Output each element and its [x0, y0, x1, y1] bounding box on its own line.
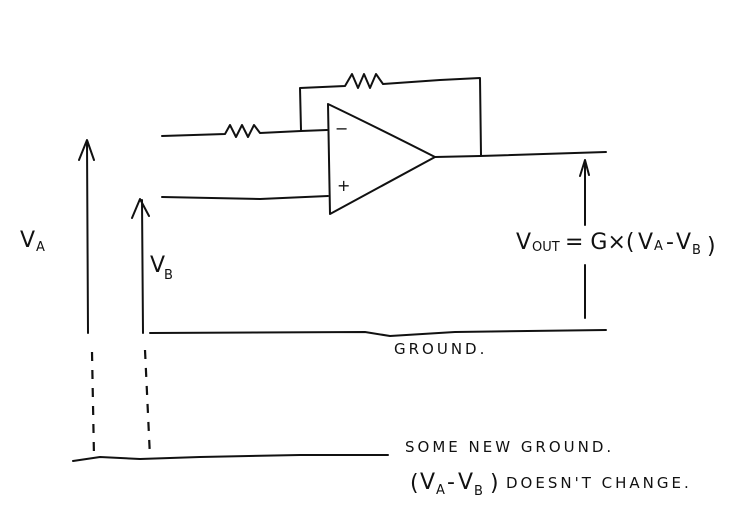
- svg-text:V: V: [638, 230, 653, 255]
- svg-text:(: (: [410, 471, 419, 496]
- vb-dashed-extension: [143, 349, 152, 458]
- new-ground-wire: [72, 454, 389, 462]
- svg-text:B: B: [164, 268, 173, 283]
- new-ground-label: SOME NEW GROUND.: [405, 438, 614, 456]
- svg-text:V: V: [458, 470, 473, 495]
- va-label: V A: [20, 228, 45, 255]
- svg-text:A: A: [654, 239, 663, 254]
- feedback-wire: [299, 73, 482, 156]
- output-wire: [434, 151, 607, 158]
- svg-text:V: V: [676, 230, 691, 255]
- svg-text:B: B: [692, 243, 701, 258]
- svg-text:): ): [490, 471, 499, 496]
- svg-text:DOESN'T CHANGE.: DOESN'T CHANGE.: [506, 474, 692, 492]
- opamp-inverting-sign: −: [335, 119, 348, 138]
- svg-text:V: V: [20, 228, 35, 253]
- vout-arrow: [579, 159, 590, 319]
- svg-text:V: V: [516, 230, 531, 255]
- svg-text:-: -: [447, 470, 455, 495]
- vb-label: V B: [150, 253, 173, 283]
- svg-text:): ): [707, 234, 716, 259]
- svg-text:V: V: [420, 470, 435, 495]
- va-dashed-extension: [90, 351, 96, 458]
- ground-wire: [149, 329, 607, 337]
- svg-text:A: A: [436, 483, 445, 498]
- vb-arrow: [131, 198, 150, 334]
- svg-text:B: B: [474, 484, 483, 499]
- input-wire-a: [161, 124, 328, 138]
- svg-text:OUT: OUT: [532, 240, 560, 255]
- vout-equation: V OUT = G×( V A - V B ): [516, 230, 716, 259]
- svg-text:= G×(: = G×(: [565, 230, 635, 255]
- opamp-noninverting-sign: +: [337, 176, 350, 195]
- ground-label: GROUND.: [394, 340, 487, 358]
- input-wire-b: [161, 195, 329, 200]
- svg-text:A: A: [36, 240, 45, 255]
- svg-text:-: -: [666, 230, 674, 255]
- svg-text:V: V: [150, 253, 165, 278]
- va-arrow: [78, 139, 95, 334]
- difference-note: ( V A - V B ) DOESN'T CHANGE.: [410, 470, 692, 499]
